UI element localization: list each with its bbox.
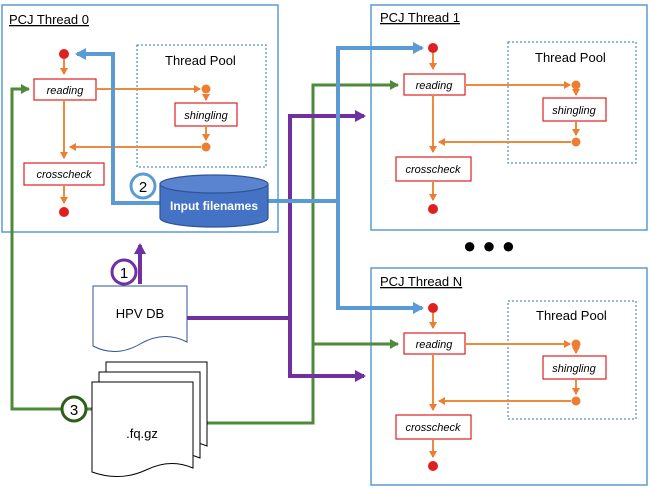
pool-in-dot [571, 339, 581, 349]
input-to-thread-1-arrow [268, 42, 424, 203]
step-badge-2: 2 [129, 172, 157, 200]
purple-flow-arrows [134, 110, 366, 382]
end-dot [428, 461, 438, 471]
thread-pool-box [507, 300, 637, 420]
step-number: 1 [120, 265, 128, 282]
step-badge-3: 3 [60, 395, 88, 423]
document-front [91, 381, 194, 477]
input-to-thread-0-arrow [75, 48, 160, 205]
step-number: 2 [139, 179, 147, 196]
fq-gz-label: .fq.gz [126, 426, 158, 441]
pcj-thread-n: PCJ Thread N Thread Pool reading shingli… [370, 267, 648, 486]
reading-label: reading [416, 339, 454, 351]
thread-title: PCJ Thread 1 [380, 10, 460, 25]
thread-pool-label: Thread Pool [535, 50, 606, 65]
start-dot [59, 49, 69, 59]
start-dot [428, 303, 438, 313]
crosscheck-box [395, 414, 472, 440]
hpv-to-thread-1-arrow [187, 110, 366, 320]
reading-label: reading [416, 80, 454, 92]
shingling-box [542, 355, 607, 380]
shingling-label: shingling [552, 105, 596, 117]
db-label: Input filenames [170, 199, 258, 213]
thread-title: PCJ Thread 0 [9, 12, 89, 27]
document-shape [92, 285, 188, 352]
hpv-to-thread-n-arrow [288, 318, 366, 382]
step-badge-1: 1 [110, 258, 138, 286]
pcj-thread-1: PCJ Thread 1 Thread Pool reading shingli… [370, 4, 648, 231]
pcj-thread-0: PCJ Thread 0 Thread Pool reading shingli… [1, 4, 279, 233]
pool-out-dot [201, 142, 211, 152]
pool-in-dot [571, 80, 581, 90]
db-cylinder-top [159, 174, 269, 194]
input-to-thread-n-arrow [336, 201, 424, 314]
step-number: 3 [70, 402, 78, 419]
crosscheck-label: crosscheck [405, 422, 461, 434]
pool-in-dot [201, 84, 211, 94]
thread-panel-border [370, 267, 648, 486]
crosscheck-label: crosscheck [405, 164, 461, 176]
more-threads-ellipsis: ● ● ● [463, 233, 515, 258]
pool-out-dot [571, 396, 581, 406]
input-filenames-db: Input filenames [159, 174, 269, 228]
pool-out-dot [571, 137, 581, 147]
step-circle [129, 172, 157, 200]
hpv-db-document: HPV DB [92, 285, 188, 352]
db-cylinder-body [159, 184, 269, 228]
end-dot [428, 204, 438, 214]
fq-gz-documents: .fq.gz [91, 361, 208, 477]
thread-pool-label: Thread Pool [536, 308, 607, 323]
shingling-label: shingling [184, 110, 228, 122]
hpv-db-label: HPV DB [116, 306, 164, 321]
green-flow-arrows [10, 80, 399, 425]
step-circle [110, 258, 138, 286]
fq-to-thread-0-arrow [10, 84, 92, 411]
blue-flow-arrows [75, 42, 424, 314]
start-dot [428, 43, 438, 53]
thread-pool-label: Thread Pool [165, 53, 236, 68]
thread-pool-box [507, 41, 637, 164]
shingling-label: shingling [552, 363, 596, 375]
shingling-box [542, 97, 607, 122]
reading-label: reading [47, 85, 85, 97]
end-dot [59, 207, 69, 217]
thread-pool-box [136, 44, 267, 168]
crosscheck-label: crosscheck [36, 169, 92, 181]
thread-title: PCJ Thread N [380, 274, 462, 289]
thread-panel-border [1, 4, 279, 233]
fq-to-thread-1-arrow [193, 80, 399, 425]
thread-panel-border [370, 4, 648, 231]
step-circle [60, 395, 88, 423]
